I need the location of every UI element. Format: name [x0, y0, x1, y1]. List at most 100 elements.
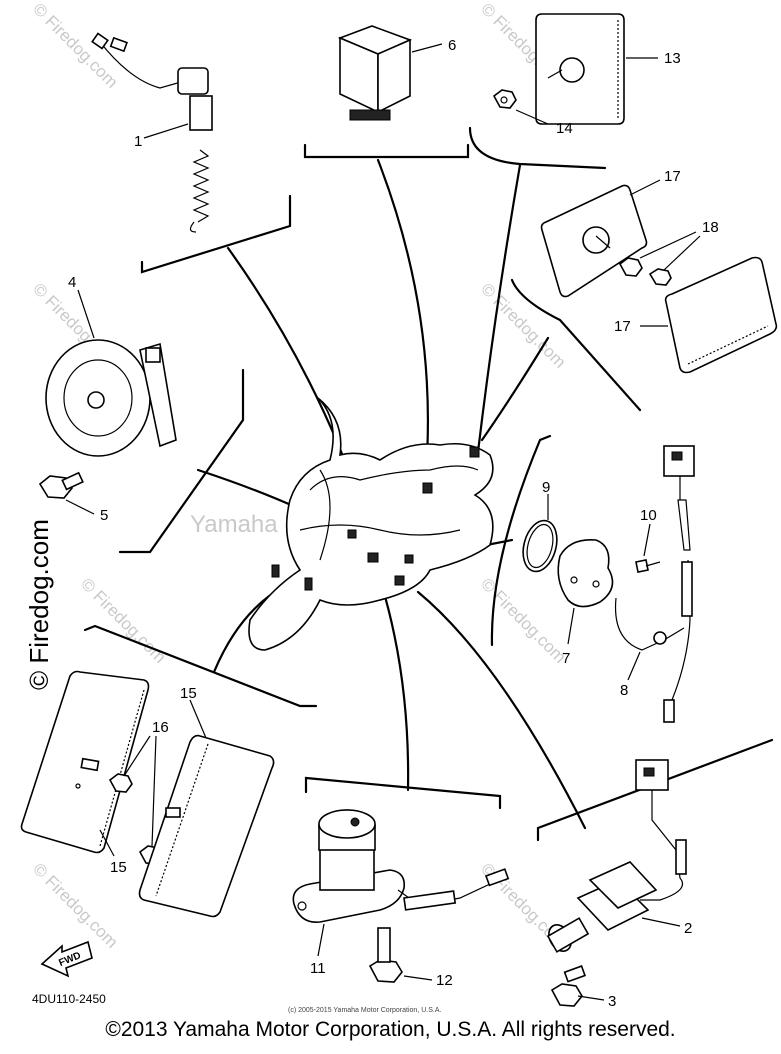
sensor-7-hole-a — [570, 576, 578, 584]
leader-line-8 — [627, 651, 641, 681]
lead-8-branch — [614, 597, 685, 651]
sender-wire-end — [484, 868, 510, 887]
callout-5: 5 — [100, 507, 108, 524]
bracket-parts-11-12 — [304, 776, 502, 810]
callout-11: 11 — [310, 960, 326, 977]
callout-12: 12 — [436, 972, 453, 989]
callout-14: 14 — [556, 120, 573, 137]
lead-8-sleeve — [681, 561, 693, 617]
oring-9 — [522, 519, 558, 573]
sender-plate-hole — [297, 901, 307, 911]
reflector-15-right — [138, 734, 275, 918]
part-6-relay — [337, 25, 443, 121]
reflector-15-right-stud — [165, 807, 181, 818]
leader-line-16a — [123, 735, 151, 777]
watermark-site-lower-right: © Firedog.com — [477, 574, 569, 666]
switch-wire — [99, 41, 189, 89]
bolt-12-shank — [377, 927, 391, 963]
bracket-parts-4-5 — [118, 368, 245, 554]
leader-line-1 — [143, 123, 189, 139]
bracket-parts-7-10 — [490, 434, 552, 647]
bolt-3-head — [550, 983, 583, 1007]
leader-line-11 — [317, 923, 325, 957]
frame-connector-f — [394, 575, 405, 586]
leader-parts-11-12 — [380, 584, 410, 792]
screw-10-shank — [645, 561, 661, 567]
leader-line-7 — [567, 607, 575, 645]
lead-8-wire — [671, 476, 691, 701]
callout-17-top: 17 — [664, 168, 681, 185]
callout-17-bottom: 17 — [614, 318, 631, 335]
reflector-13-stud — [547, 69, 563, 79]
callout-13: 13 — [664, 50, 681, 67]
frame-connector-g — [271, 564, 280, 578]
watermark-site-bottom-left: © Firedog.com — [29, 859, 121, 951]
sensor-7-hole-b — [592, 580, 600, 588]
leader-line-4 — [77, 289, 95, 339]
reflector-17-stud — [595, 235, 611, 249]
bracket-parts-17-18 — [510, 278, 642, 412]
part-4-horn — [38, 289, 177, 515]
horn-terminal — [145, 347, 161, 363]
reflector-17-front-edge — [687, 325, 769, 365]
screw-10 — [635, 559, 649, 573]
reflector-17-front — [664, 256, 778, 374]
callout-16: 16 — [152, 719, 169, 736]
frame-connector-b — [469, 446, 480, 458]
callout-3: 3 — [608, 993, 616, 1010]
watermark-site-lower-left: © Firedog.com — [77, 574, 169, 666]
callout-4: 4 — [68, 274, 76, 291]
part-17-reflectors — [540, 179, 778, 374]
nut-18a — [618, 257, 643, 277]
oring-9-inner — [526, 523, 554, 569]
bracket-parts-2-3 — [536, 738, 774, 842]
horn-ring — [63, 359, 133, 437]
solenoid-housing — [588, 861, 658, 909]
bolt-5-shank — [61, 471, 84, 491]
bolt-3-shank — [563, 965, 586, 983]
part-1-switch — [91, 32, 213, 233]
sender-body — [319, 843, 375, 891]
callout-numbers: 1 6 13 14 17 18 17 4 5 9 10 7 8 15 16 15… — [68, 37, 719, 1010]
frame-wiring-3 — [319, 469, 331, 561]
watermark-site-vertical: © Firedog.com — [24, 519, 54, 690]
reflector-13-boss — [559, 57, 585, 83]
bracket-parts-15-16 — [83, 624, 318, 708]
frame-connector-d — [367, 552, 379, 563]
relay-mount — [349, 109, 391, 121]
nut-16a — [108, 773, 133, 793]
horn-bracket — [139, 342, 177, 448]
sender-cap — [318, 809, 376, 839]
solenoid-wire-sleeve — [675, 839, 687, 875]
reflector-15-left-stud — [80, 757, 100, 772]
sender-wire-sleeve — [403, 890, 457, 911]
frame-wiring-1 — [309, 465, 479, 491]
leader-line-16b — [151, 735, 157, 847]
sender-terminal — [350, 817, 360, 827]
frame-connector-a — [422, 482, 433, 494]
switch-body — [189, 95, 213, 131]
callout-15-left: 15 — [110, 859, 127, 876]
part-2-solenoid — [546, 759, 687, 1007]
leader-parts-17-18 — [480, 336, 550, 442]
callout-2: 2 — [684, 920, 692, 937]
leader-line-10 — [643, 523, 651, 557]
group-brackets — [83, 126, 774, 842]
leader-line-14 — [515, 109, 549, 125]
leader-line-15b — [189, 699, 207, 739]
leader-line-18a — [639, 231, 697, 259]
bolt-12-head — [368, 959, 403, 983]
part-11-sender — [292, 809, 510, 983]
frame-wiring-2 — [299, 524, 461, 536]
reflector-17-boss — [582, 226, 610, 254]
small-print: (c) 2005-2015 Yamaha Motor Corporation, … — [288, 1007, 441, 1014]
solenoid-plunger-rod — [546, 917, 590, 953]
leader-part-6 — [376, 158, 430, 487]
fwd-arrow: FWD — [40, 940, 93, 978]
callout-8: 8 — [620, 682, 628, 699]
leader-line-12 — [403, 975, 433, 981]
bracket-parts-13-14 — [468, 126, 607, 170]
switch-terminal-b — [109, 36, 128, 53]
copyright-notice: ©2013 Yamaha Motor Corporation, U.S.A. A… — [105, 1018, 676, 1041]
